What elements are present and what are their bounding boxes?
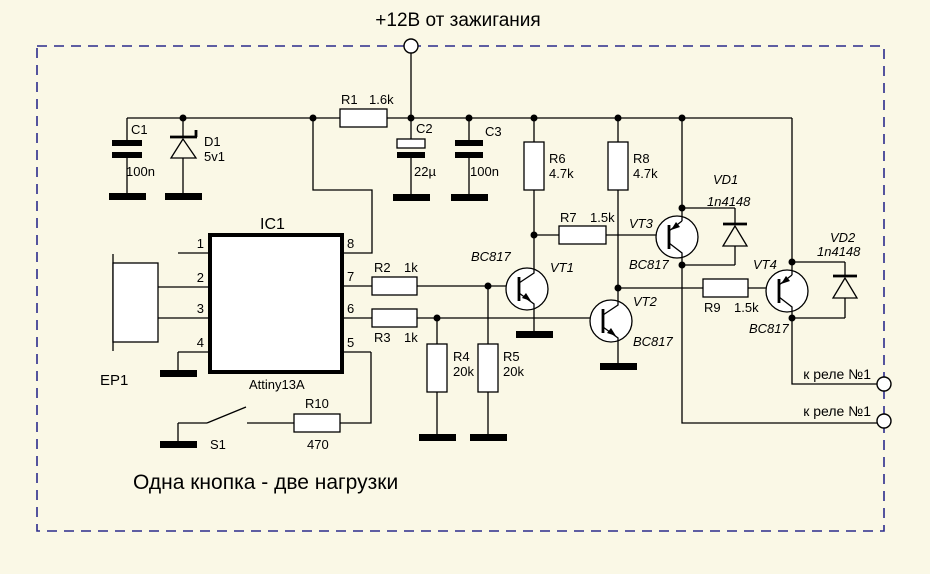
relay-output-b: к реле №1 (803, 403, 892, 429)
r7-ref: R7 (560, 210, 577, 225)
r6-value: 4.7k (549, 166, 574, 181)
r8-ref: R8 (633, 151, 650, 166)
ground-symbol (516, 331, 553, 338)
ground-symbol (160, 441, 197, 448)
capacitor-c1: C1 100n (109, 118, 155, 200)
vt3-part: BC817 (629, 257, 670, 272)
r8-value: 4.7k (633, 166, 658, 181)
ic1-pin4: 4 (197, 335, 204, 350)
resistor-r2: R2 1k (371, 260, 519, 296)
schematic-caption: Одна кнопка - две нагрузки (133, 471, 398, 494)
resistor-r5: R5 20k (470, 286, 524, 441)
vt3-ref: VT3 (629, 216, 654, 231)
diode-vd1: VD1 1n4148 (682, 172, 751, 266)
r10-value: 470 (307, 437, 329, 452)
vt1-part: BC817 (471, 249, 512, 264)
capacitor-c3: C3 100n (451, 118, 502, 201)
d1-value: 5v1 (204, 149, 225, 164)
r3-ref: R3 (374, 330, 391, 345)
ic1-pin8: 8 (347, 236, 354, 251)
capacitor-c2: C2 22µ (393, 118, 436, 201)
switch-s1: S1 (160, 406, 294, 452)
transistor-vt3: VT3 BC817 (629, 118, 877, 424)
ground-symbol (600, 363, 637, 370)
r1-value: 1.6k (369, 92, 394, 107)
relay-b-label: к реле №1 (803, 403, 871, 419)
ic1-pin2: 2 (197, 270, 204, 285)
resistor-r4: R4 20k (419, 318, 474, 441)
r6-ref: R6 (549, 151, 566, 166)
transistor-vt4: VT4 BC817 (749, 257, 877, 385)
ground-symbol (165, 193, 202, 200)
board-border (36, 45, 885, 532)
power-terminal (403, 38, 419, 54)
schematic-title: +12В от зажигания (375, 10, 540, 31)
r4-ref: R4 (453, 349, 470, 364)
r7-value: 1.5k (590, 210, 615, 225)
vt4-part: BC817 (749, 321, 790, 336)
ic1-pin1: 1 (197, 236, 204, 251)
ground-symbol (109, 193, 146, 200)
resistor-r10: R10 470 (293, 352, 372, 452)
vt2-part: BC817 (633, 334, 674, 349)
relay-output-a: к реле №1 (803, 366, 892, 392)
vd2-value: 1n4148 (817, 244, 861, 259)
r10-ref: R10 (305, 396, 329, 411)
r4-value: 20k (453, 364, 474, 379)
c2-ref: C2 (416, 121, 433, 136)
ic1-pin6: 6 (347, 301, 354, 316)
resistor-r8: R8 4.7k (607, 118, 658, 288)
c1-ref: C1 (131, 122, 148, 137)
d1-ref: D1 (204, 134, 221, 149)
diode-vd2: VD2 1n4148 (792, 230, 861, 319)
r3-value: 1k (404, 330, 418, 345)
r1-ref: R1 (341, 92, 358, 107)
ic1: IC1 Attiny13A 1 2 3 4 8 7 6 5 (158, 216, 372, 392)
resistor-r3: R3 1k (371, 308, 603, 345)
transistor-vt2: VT2 BC817 (589, 284, 674, 370)
r5-value: 20k (503, 364, 524, 379)
ic1-pin5: 5 (347, 335, 354, 350)
ic1-pin3: 3 (197, 301, 204, 316)
ground-symbol (393, 194, 430, 201)
vt4-ref: VT4 (753, 257, 777, 272)
c3-value: 100n (470, 164, 499, 179)
vd1-value: 1n4148 (707, 194, 751, 209)
ep1-ref: EP1 (100, 372, 128, 389)
s1-ref: S1 (210, 437, 226, 452)
r9-value: 1.5k (734, 300, 759, 315)
ground-symbol (451, 194, 488, 201)
ic1-pin7: 7 (347, 269, 354, 284)
ground-symbol (160, 370, 197, 377)
ic1-part: Attiny13A (249, 377, 305, 392)
resistor-r7: R7 1.5k (534, 210, 669, 245)
ic1-ref: IC1 (260, 216, 285, 233)
vd1-ref: VD1 (713, 172, 738, 187)
r2-value: 1k (404, 260, 418, 275)
diode-d1: D1 5v1 (165, 118, 225, 200)
connector-ep1: EP1 (100, 254, 159, 389)
r5-ref: R5 (503, 349, 520, 364)
r9-ref: R9 (704, 300, 721, 315)
resistor-r1: R1 1.6k (339, 92, 394, 128)
r2-ref: R2 (374, 260, 391, 275)
vt1-ref: VT1 (550, 260, 574, 275)
relay-a-label: к реле №1 (803, 366, 871, 382)
c3-ref: C3 (485, 124, 502, 139)
vd2-ref: VD2 (830, 230, 856, 245)
ground-symbol (470, 434, 507, 441)
resistor-r6: R6 4.7k (523, 118, 574, 235)
vt2-ref: VT2 (633, 294, 658, 309)
transistor-vt1: BC817 VT1 (471, 231, 574, 338)
ground-symbol (419, 434, 456, 441)
c1-value: 100n (126, 164, 155, 179)
c2-value: 22µ (414, 164, 436, 179)
